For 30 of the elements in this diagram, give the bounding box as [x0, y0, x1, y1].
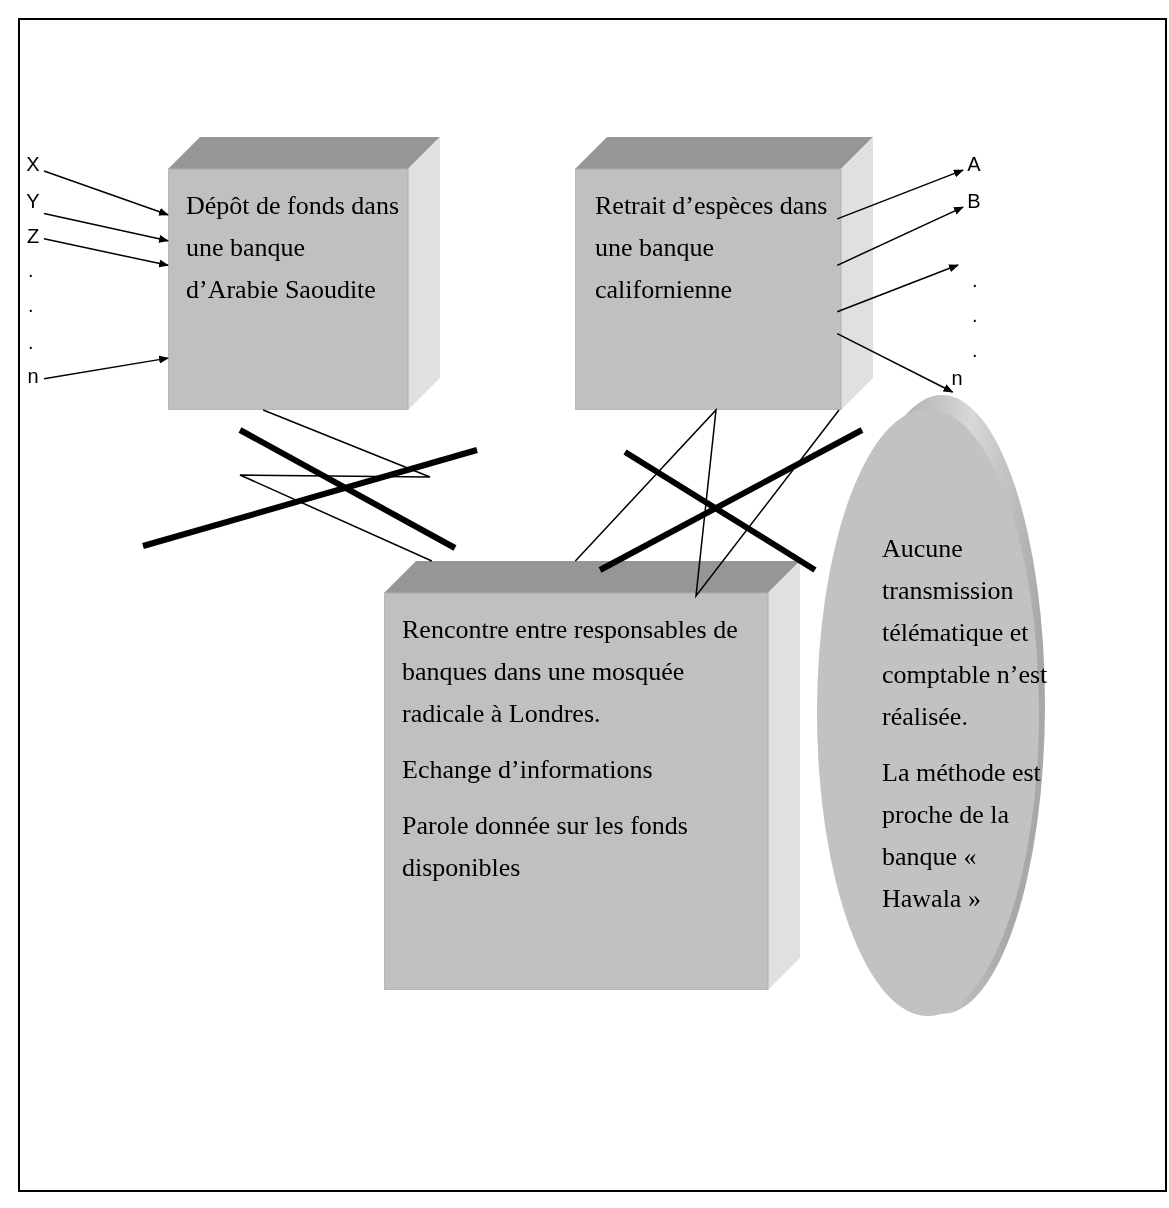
arrow [43, 355, 169, 380]
zigzag-line [574, 407, 840, 599]
ellipsis-dot: . [28, 258, 34, 282]
letter-label: Y [25, 189, 41, 214]
arrow [836, 332, 954, 393]
box-text: Aucune transmission télématique et comptable n’est réalisée. [882, 533, 1049, 733]
letter-label: n [950, 366, 964, 391]
box-text: Parole donnée sur les fonds disponibles [402, 810, 689, 884]
ellipsis-dot: . [972, 268, 978, 292]
ellipsis-dot: . [28, 293, 34, 317]
letter-label: B [966, 189, 982, 214]
letter-label: Z [25, 224, 41, 249]
zigzag-line [239, 409, 433, 562]
ellipsis-dot: . [28, 330, 34, 354]
box-text: Rencontre entre responsables de banques dans une mosquée radicale à Londres. [402, 614, 739, 730]
arrow [836, 169, 964, 220]
arrow [836, 264, 959, 313]
letter-label: X [25, 152, 41, 177]
arrow [43, 170, 169, 216]
box-text: Echange d’informations [402, 754, 654, 786]
box-text: La méthode est proche de la banque « Hawala » [882, 757, 1042, 915]
arrow [43, 212, 169, 243]
letter-label: n [26, 364, 40, 389]
box-text: Retrait d’espèces dans une banque californienne [595, 190, 829, 306]
ellipsis-dot: . [972, 303, 978, 327]
ellipsis-dot: . [972, 338, 978, 362]
letter-label: A [966, 152, 982, 177]
box-text: Dépôt de fonds dans une banque d’Arabie Saoudite [186, 190, 400, 306]
arrow [43, 238, 169, 268]
arrow [836, 206, 964, 267]
